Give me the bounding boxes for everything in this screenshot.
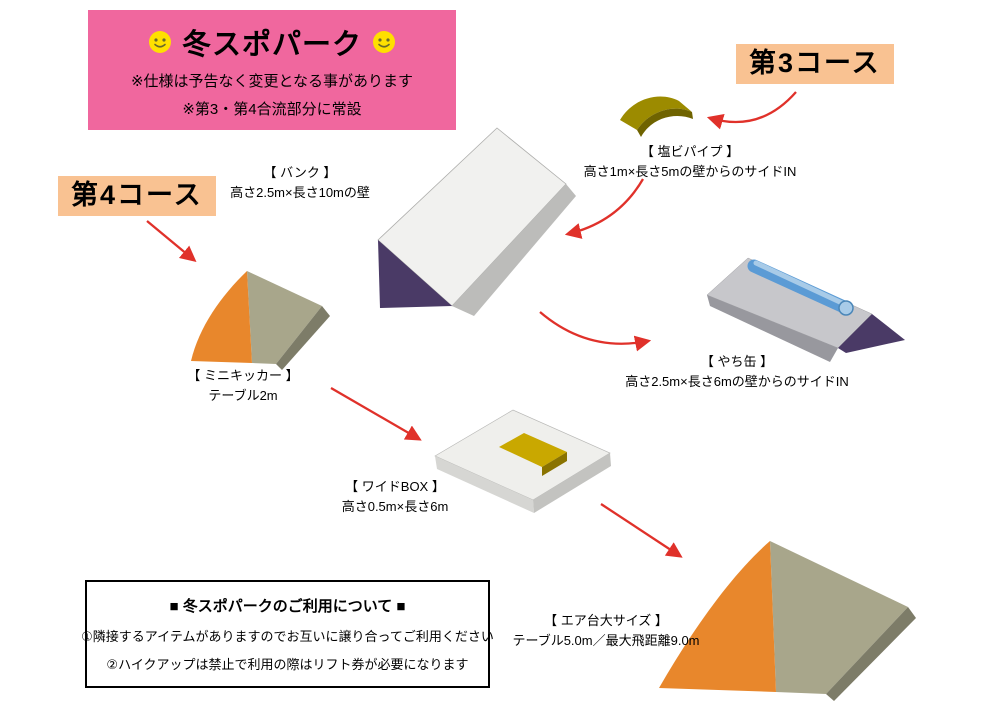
- bank-name: 【 バンク 】: [263, 165, 337, 180]
- kicker-orange-face: [191, 271, 252, 363]
- pvc-pipe-name: 【 塩ビパイプ 】: [640, 144, 740, 159]
- yachi-pipe-end: [838, 300, 854, 316]
- kicker-side-face: [276, 306, 330, 370]
- pvc-pipe-label: 【 塩ビパイプ 】 高さ1m×長さ5mの壁からのサイドIN: [584, 142, 797, 181]
- bank-spec: 高さ2.5m×長さ10mの壁: [230, 184, 370, 200]
- page-title: 冬スポパーク: [181, 29, 362, 61]
- mini-kicker-name: 【 ミニキッカー 】: [187, 368, 299, 383]
- mini-kicker-label: 【 ミニキッカー 】 テーブル2m: [187, 366, 298, 405]
- arrow-course4-to-kicker: [146, 220, 197, 263]
- smiley-icon: [148, 31, 171, 53]
- banner-note-2: ※第3・第4合流部分に常設: [182, 101, 362, 118]
- pvc-pipe-top: [620, 96, 692, 130]
- usage-rule-1: ①隣接するアイテムがありますのでお互いに譲り合ってご利用ください: [81, 628, 494, 644]
- title-banner: 冬スポパーク ※仕様は予告なく変更となる事があります ※第3・第4合流部分に常設: [88, 10, 456, 130]
- air-top-face: [770, 541, 908, 694]
- yachi-can-shape: [706, 257, 905, 362]
- usage-heading: ■ 冬スポパークのご利用について ■: [169, 598, 406, 616]
- wide-box-shape: [434, 409, 611, 513]
- bank-shadow-face: [452, 184, 576, 316]
- yachi-can-name: 【 やち缶 】: [700, 354, 774, 369]
- mini-kicker-shape: [191, 271, 330, 370]
- yachi-front-face: [707, 295, 838, 362]
- arrow-kicker-to-widebox: [330, 387, 422, 441]
- wide-box-spec: 高さ0.5m×長さ6m: [341, 498, 449, 514]
- wide-box-name: 【 ワイドBOX 】: [345, 479, 445, 494]
- widebox-rail-side: [542, 452, 567, 476]
- arrow-pvc-to-bank: [564, 178, 644, 239]
- kicker-top-face: [247, 271, 322, 364]
- air-table-name: 【 エア台大サイズ 】: [544, 613, 668, 628]
- course-3-label: 第3コース: [736, 44, 894, 84]
- air-side-face: [826, 607, 916, 701]
- bank-purple-endcap: [378, 240, 452, 308]
- banner-note-1: ※仕様は予告なく変更となる事があります: [130, 73, 414, 90]
- pvc-pipe-shape: [620, 96, 693, 137]
- course-4-label: 第4コース: [58, 176, 216, 216]
- air-table-label: 【 エア台大サイズ 】 テーブル5.0m／最大飛距離9.0m: [512, 611, 699, 650]
- pvc-pipe-underside: [637, 108, 693, 137]
- yachi-blue-pipe: [747, 259, 851, 314]
- bank-shape: [377, 127, 576, 316]
- yachi-purple-endcap: [838, 314, 905, 353]
- banner-title-row: 冬スポパーク: [148, 21, 396, 63]
- smiley-icon: [373, 31, 395, 53]
- wide-box-label: 【 ワイドBOX 】 高さ0.5m×長さ6m: [342, 477, 449, 516]
- pvc-pipe-spec: 高さ1m×長さ5mの壁からのサイドIN: [583, 163, 797, 179]
- bank-label: 【 バンク 】 高さ2.5m×長さ10mの壁: [230, 163, 370, 202]
- mini-kicker-spec: テーブル2m: [208, 387, 278, 403]
- yachi-can-spec: 高さ2.5m×長さ6mの壁からのサイドIN: [625, 373, 849, 389]
- arrow-course3-to-pvc: [706, 91, 797, 130]
- widebox-left-face: [435, 456, 534, 513]
- air-table-spec: テーブル5.0m／最大飛距離9.0m: [512, 632, 700, 648]
- usage-rule-2: ②ハイクアップは禁止で利用の際はリフト券が必要になります: [106, 656, 469, 672]
- yachi-can-label: 【 やち缶 】 高さ2.5m×長さ6mの壁からのサイドIN: [625, 352, 849, 391]
- air-table-shape: [659, 541, 916, 701]
- arrow-widebox-to-air: [600, 503, 683, 558]
- widebox-right-face: [533, 453, 611, 513]
- arrow-bank-to-yachi: [539, 311, 652, 352]
- widebox-rail-top: [499, 433, 567, 467]
- usage-notice-box: ■ 冬スポパークのご利用について ■ ①隣接するアイテムがありますのでお互いに譲…: [81, 580, 494, 688]
- yachi-blue-pipe-highlight: [753, 260, 845, 306]
- air-orange-face: [659, 541, 776, 692]
